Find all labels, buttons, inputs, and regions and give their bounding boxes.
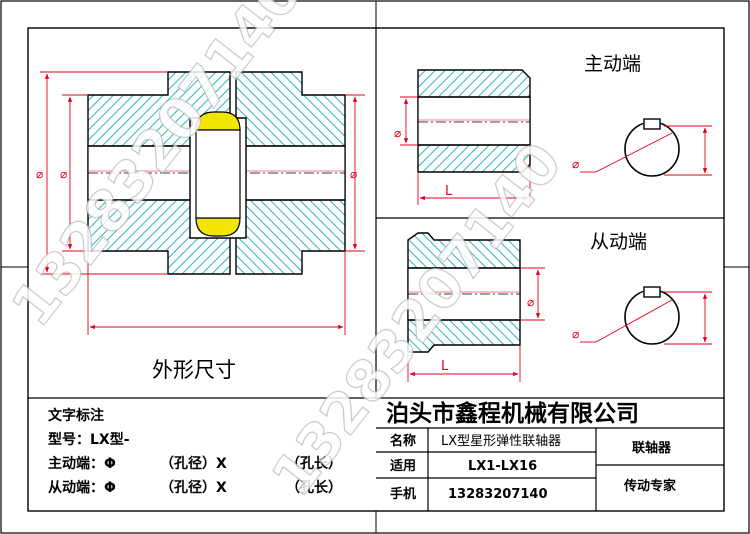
- drive-end-view: ⌀ L ⌀ 主动端: [394, 53, 712, 205]
- outline-dimensions: [40, 71, 365, 335]
- notes-drive-label: 主动端：Φ: [48, 455, 116, 472]
- company-name: 泊头市鑫程机械有限公司: [386, 400, 639, 427]
- driven-end-title: 从动端: [590, 231, 647, 253]
- dim-phi-right: ⌀: [350, 167, 357, 181]
- driven-end-view: ⌀ L ⌀ 从动端: [407, 231, 712, 382]
- notes-heading: 文字标注: [48, 407, 104, 424]
- notes-driven-label: 从动端：Φ: [48, 479, 116, 496]
- drive-bore-circle: [624, 121, 680, 177]
- driven-bore-circle: [624, 289, 680, 345]
- tb-apply-label: 适用: [390, 458, 416, 474]
- outline-title: 外形尺寸: [152, 358, 236, 382]
- drive-end-dim-phi: ⌀: [572, 157, 579, 171]
- tb-phone-value: 13283207140: [448, 487, 548, 502]
- driven-dim-phi: ⌀: [527, 295, 534, 309]
- notes-driven-bore: （孔径）X: [160, 479, 227, 496]
- dim-phi-hub: ⌀: [60, 167, 67, 181]
- driven-dim-L: L: [441, 359, 449, 374]
- tb-name-label: 名称: [390, 433, 416, 449]
- dim-phi-outer: ⌀: [36, 167, 43, 181]
- driven-end-dim-phi: ⌀: [572, 327, 579, 341]
- notes-drive-length: （孔长）: [286, 455, 342, 472]
- notes-driven-length: （孔长）: [286, 479, 342, 496]
- drive-dim-L: L: [445, 184, 453, 199]
- tb-phone-label: 手机: [390, 486, 416, 502]
- drive-end-title: 主动端: [584, 53, 641, 75]
- title-block: 泊头市鑫程机械有限公司 名称 LX型星形弹性联轴器 适用 LX1-LX16 手机…: [376, 400, 724, 511]
- drive-dim-phi: ⌀: [394, 126, 401, 140]
- outline-view: ⌀ ⌀ ⌀ 外形尺寸: [36, 71, 365, 382]
- notes-model: 型号：LX型-: [48, 431, 130, 448]
- notes-drive-bore: （孔径）X: [160, 455, 227, 472]
- elastic-insert-bottom: [195, 217, 241, 237]
- annotation-notes: 文字标注 型号：LX型- 主动端：Φ （孔径）X （孔长） 从动端：Φ （孔径）…: [48, 407, 342, 496]
- tb-name-value: LX型星形弹性联轴器: [441, 434, 561, 449]
- tb-apply-value: LX1-LX16: [468, 459, 537, 474]
- tb-right-top: 联轴器: [632, 440, 672, 456]
- tb-right-bottom: 传动专家: [623, 478, 677, 494]
- elastic-insert-top: [195, 111, 241, 131]
